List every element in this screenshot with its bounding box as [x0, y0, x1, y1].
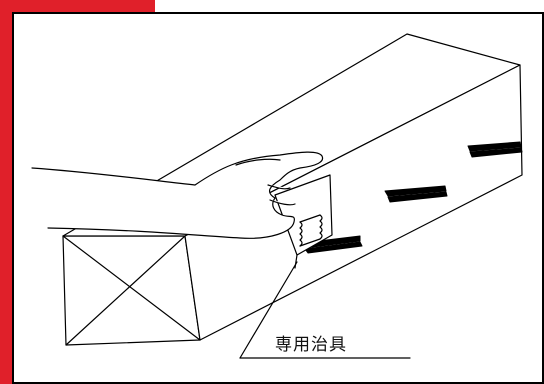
hand-icon [31, 151, 324, 239]
callout-label: 専用治具 [275, 335, 347, 355]
red-frame-tab [0, 0, 155, 12]
callout-leader [239, 261, 411, 359]
jig-icon [274, 174, 333, 269]
red-frame-left-bar [0, 12, 12, 384]
clip-icon [301, 141, 523, 254]
diagram-border [12, 12, 544, 384]
